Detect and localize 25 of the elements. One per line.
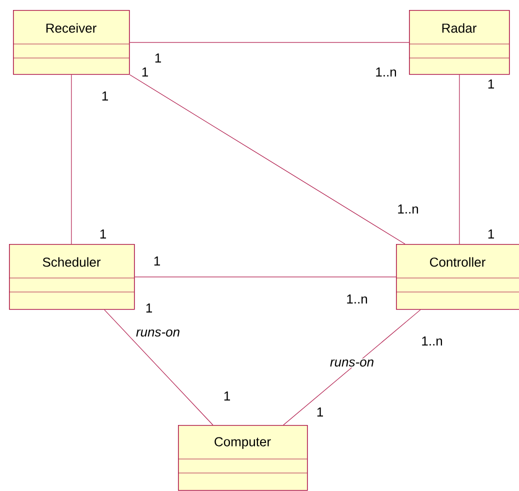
multiplicity-label: 1 bbox=[146, 304, 152, 312]
edge-label: runs-on bbox=[134, 328, 182, 338]
class-box: Controller bbox=[396, 244, 519, 310]
multiplicity-label: 1 bbox=[142, 68, 148, 76]
multiplicity-label: 1..n bbox=[376, 68, 396, 76]
class-box: Receiver bbox=[12, 10, 130, 75]
multiplicity-label: 1..n bbox=[347, 294, 367, 304]
multiplicity-label: 1 bbox=[317, 408, 323, 416]
class-box: Scheduler bbox=[8, 244, 135, 310]
edge-label: runs-on bbox=[328, 358, 376, 368]
association-line bbox=[71, 74, 72, 244]
multiplicity-label: 1 bbox=[224, 392, 230, 400]
multiplicity-label: 1..n bbox=[398, 204, 418, 214]
association-line bbox=[104, 310, 214, 426]
association-line bbox=[459, 74, 460, 244]
class-box: Computer bbox=[178, 425, 308, 491]
multiplicity-label: 1 bbox=[102, 92, 108, 100]
multiplicity-label: 1..n bbox=[422, 336, 442, 346]
multiplicity-label: 1 bbox=[154, 256, 160, 266]
association-line bbox=[130, 42, 410, 43]
association-line bbox=[134, 276, 396, 278]
association-line bbox=[130, 74, 406, 244]
association-line bbox=[283, 310, 421, 426]
multiplicity-label: 1 bbox=[155, 54, 161, 62]
class-box: Radar bbox=[408, 10, 510, 75]
